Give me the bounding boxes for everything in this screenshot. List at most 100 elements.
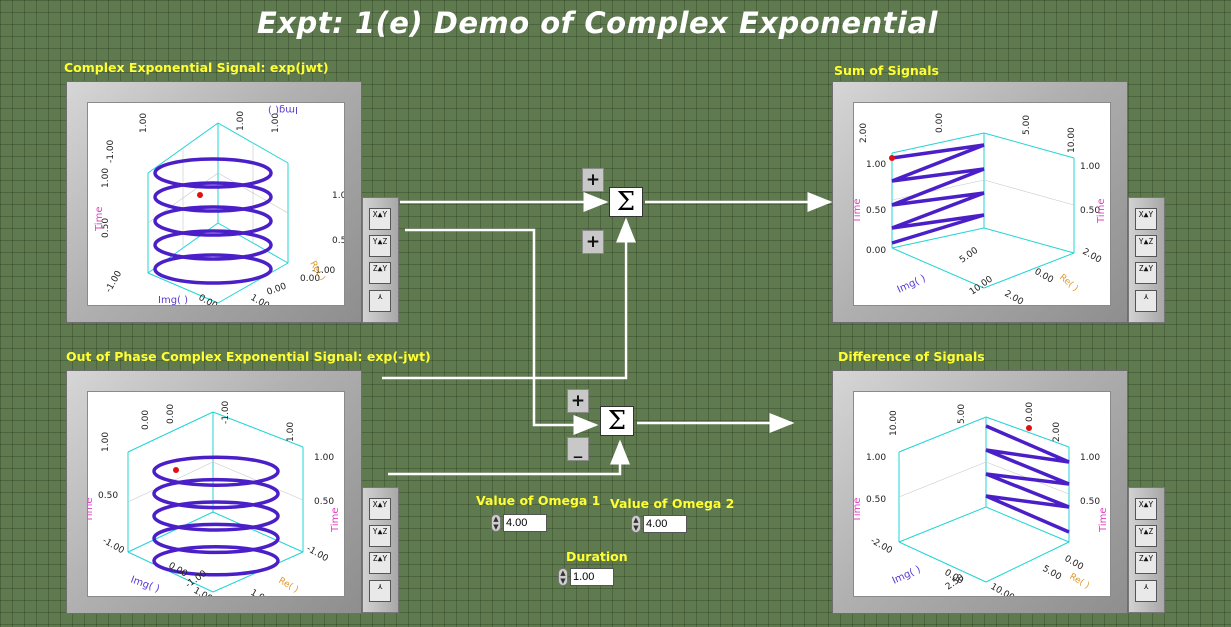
omega1-input[interactable]: 4.00 bbox=[503, 514, 547, 532]
trace-loop bbox=[152, 500, 280, 532]
graph1-plot[interactable]: 1.00 0.50 -1.00 0.00 1.00 0.00 1.00 1.00… bbox=[87, 102, 345, 306]
graph1-axis-img2: Img( ) bbox=[268, 104, 298, 115]
sum-plus-top-button[interactable]: + bbox=[582, 168, 604, 192]
graph2-tick-a: 2.00 bbox=[859, 123, 869, 143]
wire-g1-to-diff bbox=[405, 228, 599, 435]
graph4-label: Difference of Signals bbox=[838, 349, 985, 364]
graph2-tick-g: 10.00 bbox=[1067, 127, 1077, 153]
page-title: Expt: 1(e) Demo of Complex Exponential bbox=[257, 6, 938, 40]
graph1-tick-j: -1.00 bbox=[312, 266, 336, 276]
graph1-view-zy-button[interactable]: Z▲Y bbox=[369, 262, 391, 284]
graph2-view-3d-button[interactable]: ⋏ bbox=[1135, 290, 1157, 312]
graph4-view-zy-button[interactable]: Z▲Y bbox=[1135, 552, 1157, 574]
graph4-tick-f: 5.00 bbox=[957, 404, 967, 424]
duration-label: Duration bbox=[566, 549, 628, 564]
graph4-axis-time-right: Time bbox=[1098, 508, 1109, 533]
graph3-tick-a: 1.00 bbox=[101, 432, 111, 452]
omega2-spinner[interactable]: ▲▼ bbox=[631, 515, 641, 533]
graph1-axis-img: Img( ) bbox=[158, 295, 188, 306]
graph2-tick-h: 1.00 bbox=[1080, 162, 1100, 172]
graph4-view-3d-button[interactable]: ⋏ bbox=[1135, 580, 1157, 602]
graph1-tick-a: 1.00 bbox=[101, 168, 111, 188]
diff-plus-button[interactable]: + bbox=[567, 389, 589, 413]
graph1-label: Complex Exponential Signal: exp(jwt) bbox=[64, 60, 329, 75]
omega1-control: ▲▼ 4.00 bbox=[491, 514, 547, 532]
graph2-trace bbox=[891, 143, 985, 245]
graph4-tick-g: 10.00 bbox=[889, 410, 899, 436]
graph1-cursor bbox=[197, 192, 203, 198]
graph1-frame: 1.00 0.50 -1.00 0.00 1.00 0.00 1.00 1.00… bbox=[66, 81, 362, 323]
graph3-plot[interactable]: 1.00 0.50 -1.00 0.00 0.00 1.00 -1.00 1.0… bbox=[87, 391, 345, 597]
graph3-view-yz-button[interactable]: Y▲Z bbox=[369, 525, 391, 547]
graph2-svg: 2.00 1.00 0.50 0.00 0.00 5.00 10.00 1.00… bbox=[854, 113, 1107, 305]
duration-input[interactable]: 1.00 bbox=[570, 568, 614, 586]
diff-sigma-node: Σ bbox=[600, 406, 634, 436]
trace-loop bbox=[152, 455, 280, 487]
graph3-palette: X▲Y Y▲Z Z▲Y ⋏ bbox=[362, 487, 399, 613]
graph2-tick-d: 0.00 bbox=[866, 246, 886, 256]
graph4-frame: 1.00 0.50 -2.00 0.00 0.00 5.00 10.00 1.0… bbox=[832, 370, 1128, 614]
wire-g3-to-sum bbox=[382, 217, 636, 380]
graph2-axis-time: Time bbox=[854, 199, 863, 224]
graph4-view-yz-button[interactable]: Y▲Z bbox=[1135, 525, 1157, 547]
graph4-tick-a: 1.00 bbox=[866, 453, 886, 463]
omega1-spinner[interactable]: ▲▼ bbox=[491, 514, 501, 532]
graph1-view-xy-button[interactable]: X▲Y bbox=[369, 208, 391, 230]
graph3-view-zy-button[interactable]: Z▲Y bbox=[369, 552, 391, 574]
graph2-plot[interactable]: 2.00 1.00 0.50 0.00 0.00 5.00 10.00 1.00… bbox=[853, 102, 1111, 306]
graph1-tick-b: 0.50 bbox=[101, 218, 111, 238]
graph4-view-xy-button[interactable]: X▲Y bbox=[1135, 498, 1157, 520]
graph1-tick-n: 1.00 bbox=[271, 113, 281, 133]
graph3-tick-m: 1.00 bbox=[192, 586, 215, 597]
graph2-view-zy-button[interactable]: Z▲Y bbox=[1135, 262, 1157, 284]
trace-line bbox=[985, 424, 1070, 534]
graph1-trace bbox=[153, 157, 273, 285]
graph4-tick-e: 0.00 bbox=[1025, 402, 1035, 422]
trace-loop bbox=[153, 229, 273, 261]
trace-loop bbox=[153, 157, 273, 189]
duration-spinner[interactable]: ▲▼ bbox=[558, 568, 568, 586]
graph1-tick-h: 1.00 bbox=[332, 191, 345, 201]
sum-plus-bottom-button[interactable]: + bbox=[582, 230, 604, 254]
sum-sigma-node: Σ bbox=[609, 187, 643, 217]
graph1-tick-i: 0.50 bbox=[332, 236, 345, 246]
omega2-input[interactable]: 4.00 bbox=[643, 515, 687, 533]
graph3-tick-f: 1.00 bbox=[286, 422, 296, 442]
trace-loop bbox=[153, 205, 273, 237]
graph3-svg: 1.00 0.50 -1.00 0.00 0.00 1.00 -1.00 1.0… bbox=[88, 400, 341, 597]
graph4-palette: X▲Y Y▲Z Z▲Y ⋏ bbox=[1128, 487, 1165, 613]
graph1-view-3d-button[interactable]: ⋏ bbox=[369, 290, 391, 312]
trace-loop bbox=[153, 253, 273, 285]
graph1-tick-m: -1.00 bbox=[106, 139, 116, 163]
duration-control: ▲▼ 1.00 bbox=[558, 568, 614, 586]
graph2-tick-i: 0.50 bbox=[1080, 206, 1100, 216]
omega1-label: Value of Omega 1 bbox=[476, 493, 601, 508]
graph3-tick-l: 0.00 bbox=[141, 410, 151, 430]
graph1-svg: 1.00 0.50 -1.00 0.00 1.00 0.00 1.00 1.00… bbox=[94, 104, 345, 306]
graph3-tick-e: 0.00 bbox=[166, 404, 176, 424]
graph2-view-yz-button[interactable]: Y▲Z bbox=[1135, 235, 1157, 257]
graph2-view-xy-button[interactable]: X▲Y bbox=[1135, 208, 1157, 230]
diff-minus-button[interactable]: _ bbox=[567, 437, 589, 461]
trace-line bbox=[891, 143, 985, 245]
graph1-tick-k: 0.00 bbox=[300, 274, 320, 284]
graph2-palette: X▲Y Y▲Z Z▲Y ⋏ bbox=[1128, 197, 1165, 323]
wire-g3-to-diff bbox=[388, 439, 630, 476]
graph2-label: Sum of Signals bbox=[834, 63, 939, 78]
graph3-frame: 1.00 0.50 -1.00 0.00 0.00 1.00 -1.00 1.0… bbox=[66, 370, 362, 614]
graph2-tick-c: 0.50 bbox=[866, 206, 886, 216]
graph3-axis-time-right: Time bbox=[330, 508, 341, 533]
graph3-view-3d-button[interactable]: ⋏ bbox=[369, 580, 391, 602]
graph2-axis-time-right: Time bbox=[1096, 199, 1107, 224]
graph3-tick-b: 0.50 bbox=[98, 491, 118, 501]
graph4-plot[interactable]: 1.00 0.50 -2.00 0.00 0.00 5.00 10.00 1.0… bbox=[853, 391, 1111, 597]
graph2-frame: 2.00 1.00 0.50 0.00 0.00 5.00 10.00 1.00… bbox=[832, 81, 1128, 323]
graph1-palette: X▲Y Y▲Z Z▲Y ⋏ bbox=[362, 197, 399, 323]
graph3-view-xy-button[interactable]: X▲Y bbox=[369, 498, 391, 520]
graph4-axis-time: Time bbox=[854, 498, 863, 523]
graph2-axes-box bbox=[891, 132, 1075, 289]
graph3-tick-h: 1.00 bbox=[314, 453, 334, 463]
graph1-view-yz-button[interactable]: Y▲Z bbox=[369, 235, 391, 257]
graph4-trace bbox=[985, 424, 1070, 534]
